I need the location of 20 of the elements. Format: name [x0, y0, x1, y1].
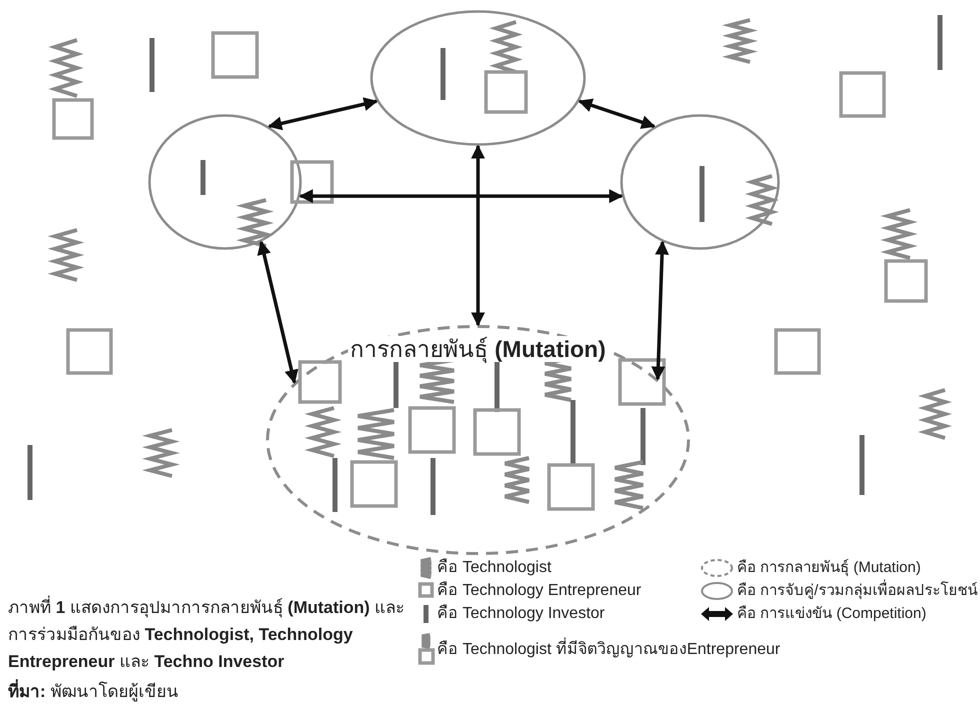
dashed-ellipse: [266, 325, 690, 555]
legend-text: คือ Technology Investor: [437, 604, 605, 624]
legend-text: คือ Technologist: [437, 558, 552, 578]
source-note: ที่มา: พัฒนาโดยผู้เขียน: [8, 677, 178, 704]
legend-text: คือ การจับคู่/รวมกลุ่มเพื่อผลประโยชน์: [737, 581, 978, 601]
arrow: [257, 240, 298, 384]
caption: ภาพที่ 1 แสดงการอุปมาการกลายพันธุ์ (Mutation) และการร่วมมือกันของ Technologist, Technology Entrepreneur และ Techno Investor: [8, 594, 418, 675]
arrow: [578, 98, 656, 129]
legend-text: คือ การกลายพันธุ์ (Mutation): [737, 558, 921, 578]
legend-text: คือ Technologist ที่มีจิตวิญญาณของEntrepreneur: [437, 640, 780, 660]
ellipse: [620, 114, 780, 250]
arrow: [651, 240, 669, 380]
ellipse: [370, 10, 586, 146]
arrow: [471, 144, 485, 326]
legend-text: คือ Technology Entrepreneur: [437, 581, 642, 601]
ellipse-label: การกลายพันธุ์ (Mutation): [348, 336, 608, 362]
arrow: [298, 189, 624, 204]
ellipse: [148, 114, 302, 250]
legend-text: คือ การแข่งขัน (Competition): [737, 604, 926, 624]
arrow: [268, 97, 378, 130]
